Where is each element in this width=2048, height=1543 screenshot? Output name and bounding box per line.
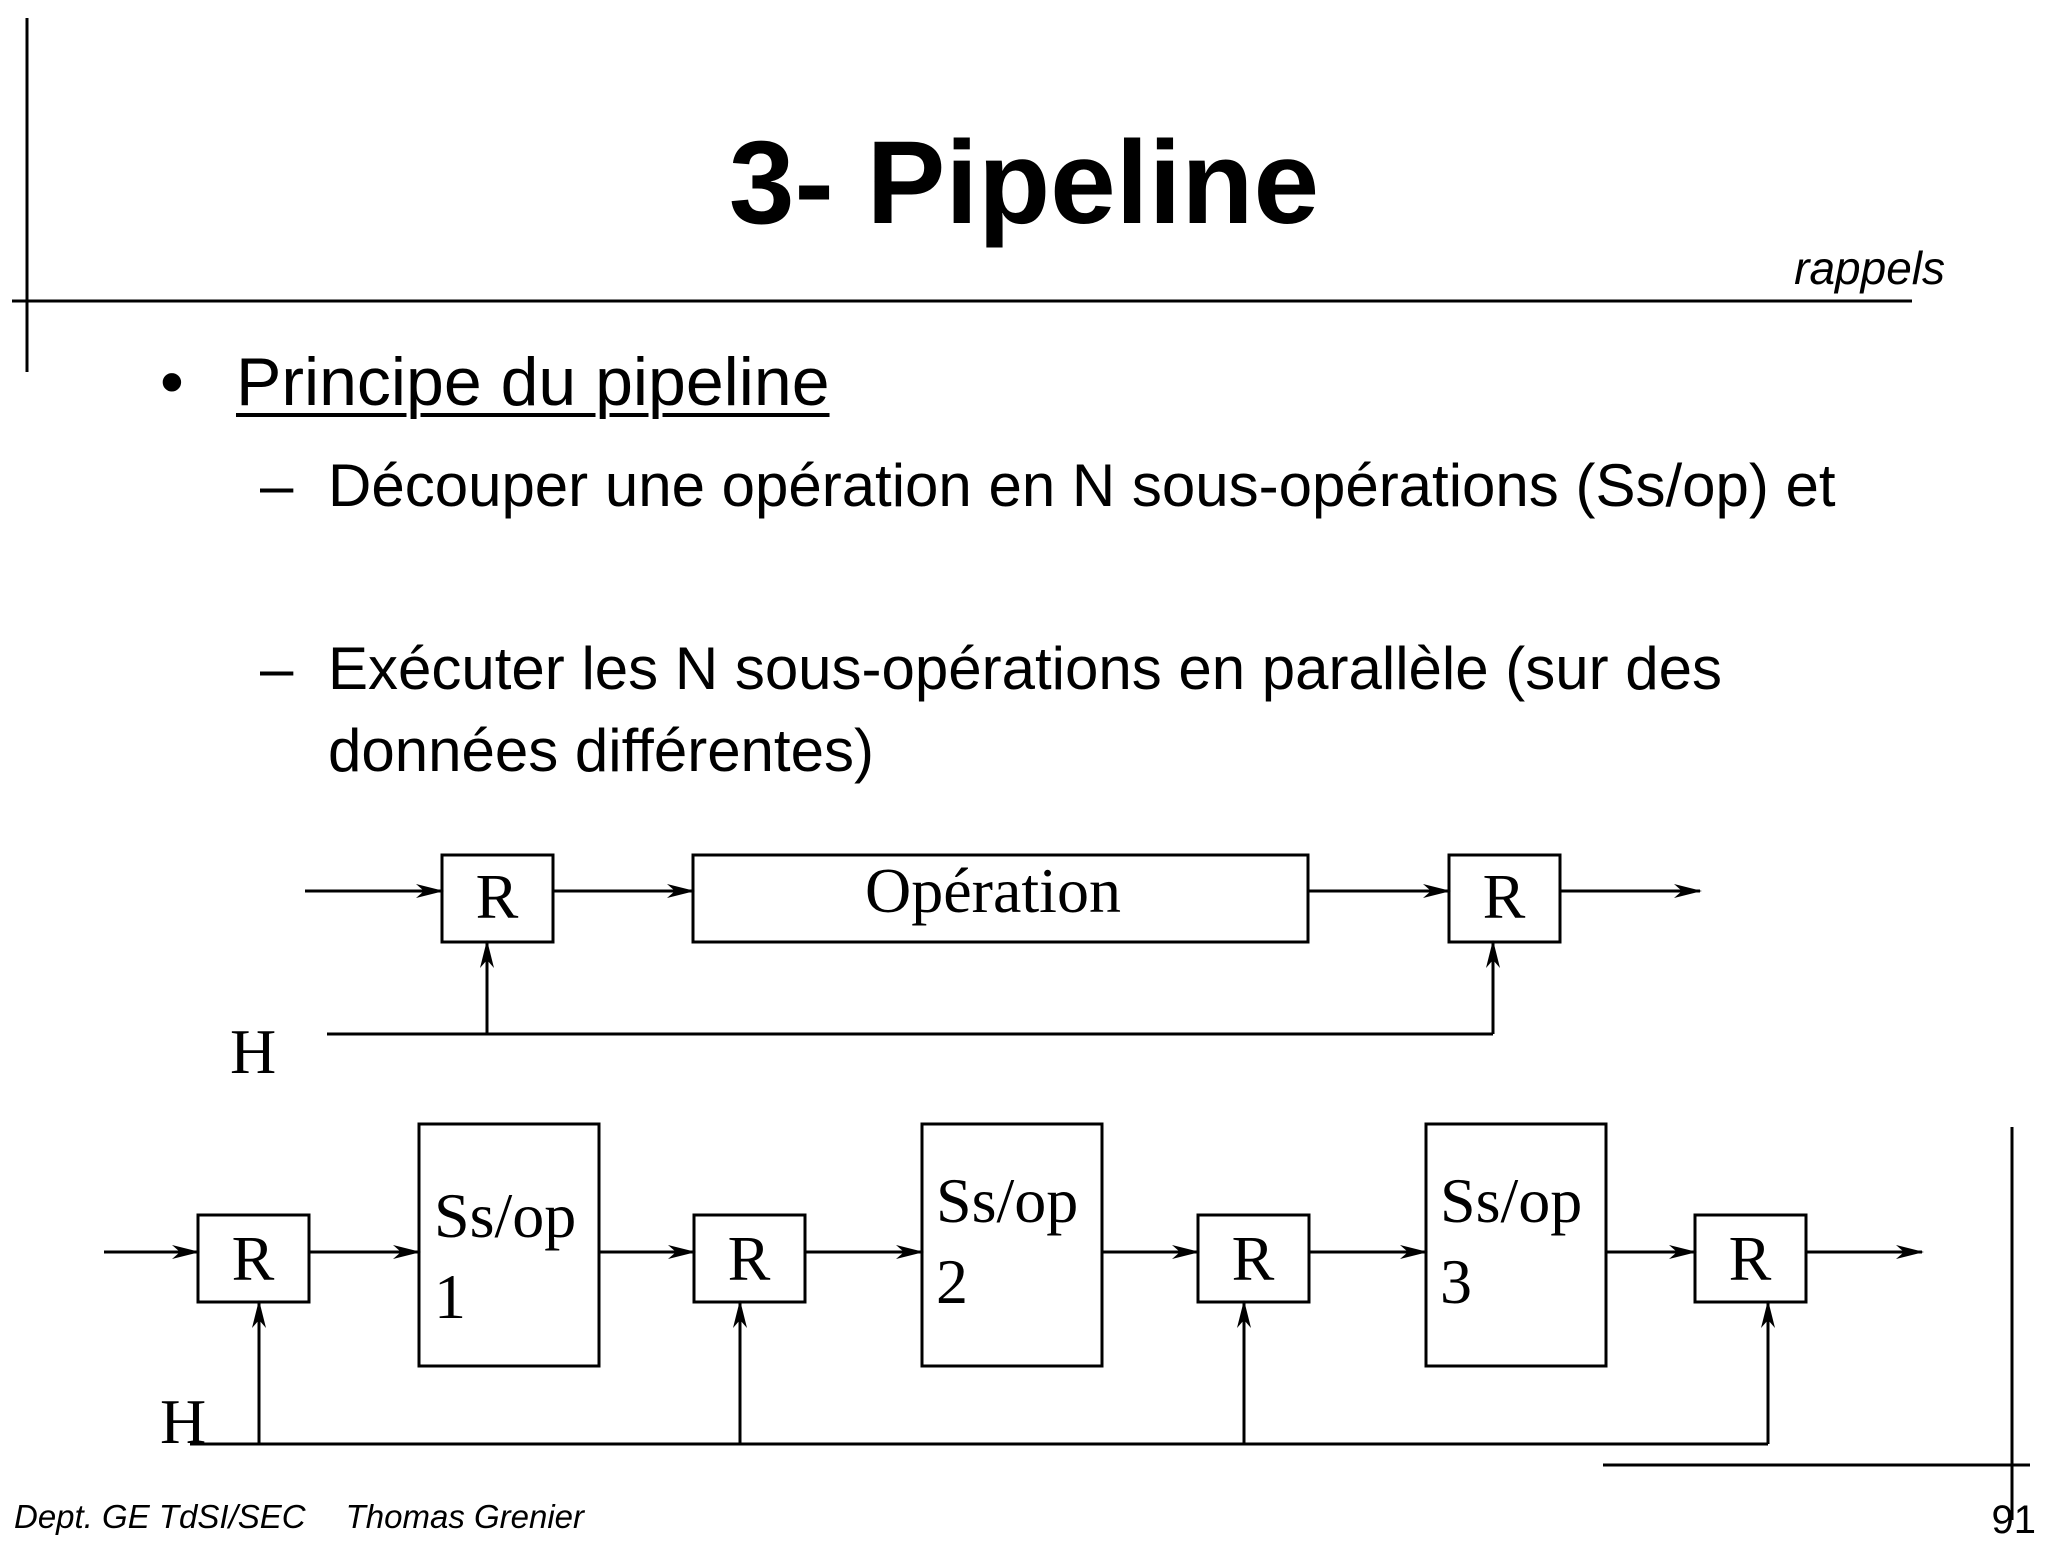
- bottom-register-2-label: R: [728, 1223, 771, 1294]
- subbullet-text: Découper une opération en N sous-opérati…: [328, 452, 1836, 519]
- footer-credits: Dept. GE TdSI/SEC Thomas Grenier: [14, 1497, 584, 1537]
- bottom-register-4-label: R: [1729, 1223, 1772, 1294]
- bullet-symbol: •: [160, 344, 184, 420]
- bottom-stage-2: [920, 1122, 1104, 1368]
- bottom-register-4: [1693, 1213, 1808, 1304]
- bottom-register-3-label: R: [1232, 1223, 1275, 1294]
- bottom-stage-2-line1: Ss/op: [936, 1165, 1078, 1236]
- bottom-register-3: [1196, 1213, 1311, 1304]
- top-register-2-label: R: [1483, 861, 1526, 932]
- footer-author: Thomas Grenier: [345, 1498, 585, 1535]
- bottom-clock-label: H: [160, 1386, 206, 1457]
- top-clock-label: H: [230, 1016, 276, 1087]
- top-diagram: R Opération R H: [230, 853, 1702, 1087]
- footer-dept: Dept. GE TdSI/SEC: [14, 1498, 306, 1535]
- bottom-register-1-label: R: [232, 1223, 275, 1294]
- slide-title: 3- Pipeline: [728, 117, 1320, 249]
- bottom-stage-2-line2: 2: [936, 1246, 968, 1317]
- bottom-stage-1: [417, 1122, 601, 1368]
- top-register-1-label: R: [476, 861, 519, 932]
- bottom-stage-3-line1: Ss/op: [1440, 1165, 1582, 1236]
- subbullet-dash: –: [260, 635, 294, 702]
- subbullet-text: Exécuter les N sous-opérations en parall…: [328, 635, 1723, 784]
- bottom-stage-1-line2: 1: [434, 1261, 466, 1332]
- subbullet-dash: –: [260, 452, 294, 519]
- bottom-stage-3: [1424, 1122, 1608, 1368]
- top-operation-label: Opération: [865, 855, 1121, 926]
- subbullet-executer: – Exécuter les N sous-opérations en para…: [260, 628, 1880, 792]
- subbullet-decouper: – Découper une opération en N sous-opéra…: [260, 445, 1880, 527]
- bullet-label: Principe du pipeline: [236, 344, 830, 420]
- top-register-2: [1447, 853, 1562, 944]
- top-register-1: [440, 853, 555, 944]
- bottom-register-2: [692, 1213, 807, 1304]
- slide-subtitle: rappels: [1794, 242, 1945, 294]
- top-operation-box: [691, 853, 1310, 944]
- bottom-diagram: R Ss/op 1 R Ss/op 2 R Ss/op 3 R H: [104, 1122, 1924, 1457]
- page-number: 91: [1991, 1498, 2037, 1542]
- bullet-principe: • Principe du pipeline: [160, 340, 830, 424]
- bottom-stage-1-line1: Ss/op: [434, 1180, 576, 1251]
- bottom-stage-3-line2: 3: [1440, 1246, 1472, 1317]
